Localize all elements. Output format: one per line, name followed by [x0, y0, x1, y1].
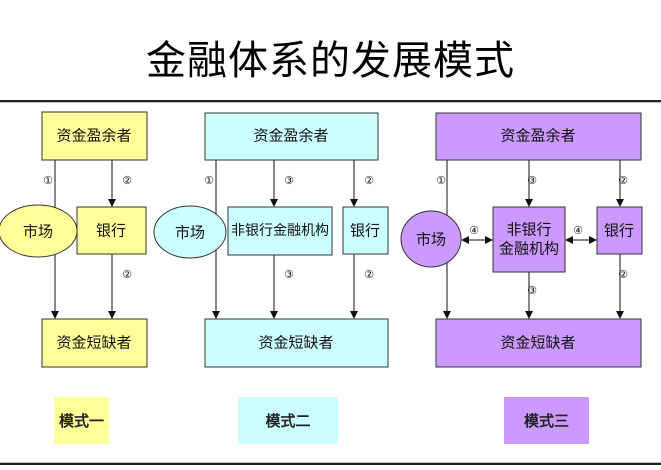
mode-1-diagram: 资金盈余者 市场 银行 资金短缺者 ① ② ②: [0, 111, 148, 368]
mode2-market-path-number: ①: [204, 174, 214, 187]
mode3-bank-out-number: ②: [618, 268, 628, 281]
mode2-bank-label: 银行: [350, 222, 380, 240]
mode1-market-path-number: ①: [43, 174, 53, 187]
mode1-surplus-label: 资金盈余者: [56, 127, 131, 145]
mode3-nonbank-out-number: ③: [527, 284, 537, 297]
mode3-market-node: [400, 210, 462, 268]
mode2-bank-in-number: ②: [364, 174, 374, 187]
mode3-nonbank-bank-number: ④: [573, 224, 583, 237]
page-title: 金融体系的发展模式: [146, 38, 515, 84]
mode2-nonbank-out-number: ③: [284, 268, 294, 281]
mode1-market-label: 市场: [23, 223, 53, 241]
mode3-bank-in-number: ②: [618, 174, 628, 187]
mode2-nonbank-label: 非银行金融机构: [231, 223, 329, 239]
mode3-nonbank-label-line1: 非银行: [506, 221, 551, 239]
mode3-surplus-label: 资金盈余者: [500, 127, 575, 145]
mode2-market-node: [153, 205, 227, 259]
mode3-nonbank-in-number: ③: [527, 174, 537, 187]
mode3-bank-label: 银行: [604, 222, 634, 240]
legend-mode-1: 模式一: [54, 397, 109, 444]
mode3-surplus-box: [435, 112, 642, 161]
mode3-deficit-label: 资金短缺者: [500, 334, 575, 352]
legend-mode-1-label: 模式一: [58, 412, 104, 430]
mode1-bank-label: 银行: [96, 222, 126, 240]
legend-mode-2: 模式二: [238, 397, 338, 444]
mode2-surplus-label: 资金盈余者: [253, 127, 328, 145]
mode3-nonbank-box: [492, 206, 566, 273]
mode2-nonbank-box: [227, 206, 333, 256]
mode1-bank-box: [76, 206, 147, 255]
mode3-bank-box: [596, 206, 643, 255]
mode2-deficit-box: [204, 318, 389, 368]
mode-2-diagram: 资金盈余者 市场 非银行金融机构 银行 资金短缺者 ① ③ ③ ② ②: [153, 112, 389, 368]
legend-mode-2-label: 模式二: [265, 412, 311, 430]
mode1-surplus-box: [41, 111, 148, 161]
legend-mode-3-label: 模式三: [523, 412, 569, 430]
mode2-market-label: 市场: [175, 224, 205, 242]
mode3-market-label: 市场: [416, 231, 446, 249]
mode-3-diagram: 资金盈余者 市场 非银行 金融机构 银行 资金短缺者 ① ③ ③ ② ② ④ ④: [400, 112, 643, 368]
top-divider: [0, 100, 661, 102]
mode3-market-nonbank-number: ④: [469, 224, 479, 237]
mode3-nonbank-label-line2: 金融机构: [499, 240, 559, 258]
mode2-deficit-label: 资金短缺者: [258, 334, 333, 352]
mode3-deficit-box: [435, 318, 642, 368]
mode2-bank-box: [342, 206, 389, 255]
mode1-deficit-label: 资金短缺者: [56, 334, 131, 352]
mode2-nonbank-in-number: ③: [284, 174, 294, 187]
legend-mode-3: 模式三: [504, 397, 589, 444]
mode1-bank-out-number: ②: [122, 268, 132, 281]
mode2-surplus-box: [204, 112, 379, 161]
mode1-bank-in-number: ②: [122, 174, 132, 187]
bottom-divider: [0, 463, 661, 465]
mode3-market-path-number: ①: [436, 174, 446, 187]
mode2-bank-out-number: ②: [364, 268, 374, 281]
mode1-deficit-box: [41, 318, 148, 368]
